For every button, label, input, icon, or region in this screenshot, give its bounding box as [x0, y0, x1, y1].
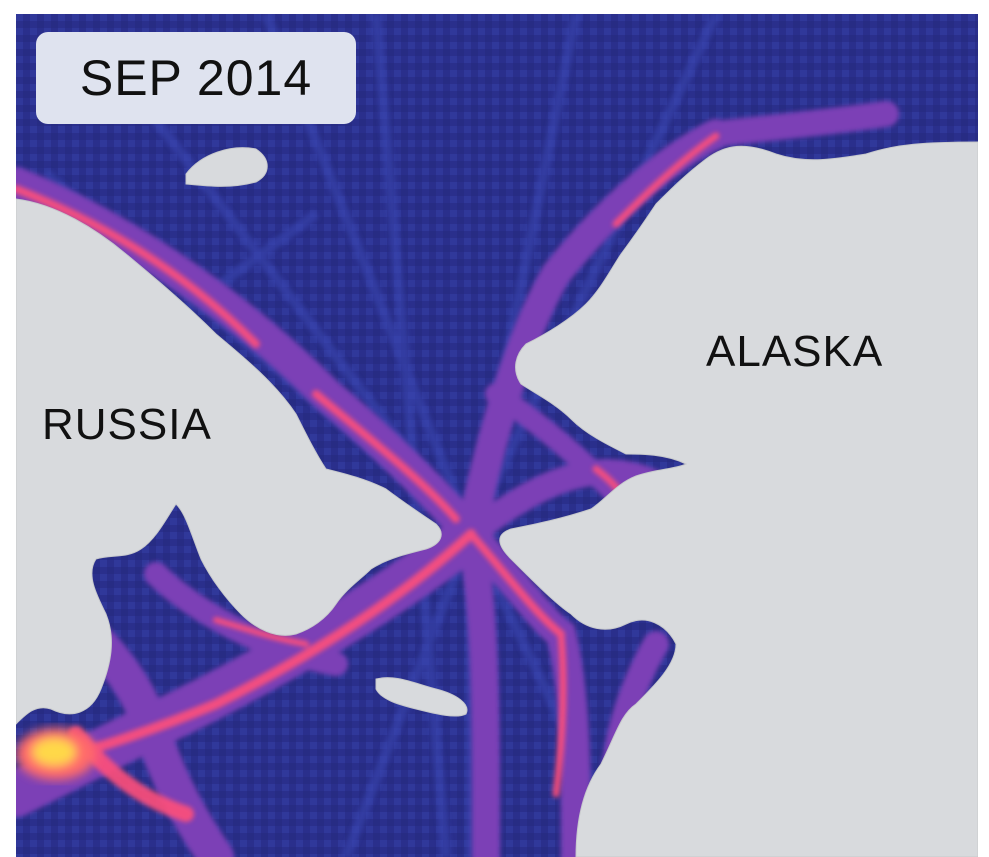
landmass [16, 141, 978, 857]
region-label-russia: RUSSIA [42, 400, 212, 449]
island [185, 147, 268, 187]
traffic-hotspot [16, 728, 96, 780]
russia-landmass [16, 198, 442, 725]
island [375, 677, 468, 717]
map-view: SEP 2014 ALASKA RUSSIA [16, 14, 978, 857]
date-badge: SEP 2014 [36, 32, 356, 124]
alaska-landmass [499, 141, 978, 857]
traffic-heatmap [16, 14, 978, 857]
region-label-alaska: ALASKA [706, 327, 884, 376]
